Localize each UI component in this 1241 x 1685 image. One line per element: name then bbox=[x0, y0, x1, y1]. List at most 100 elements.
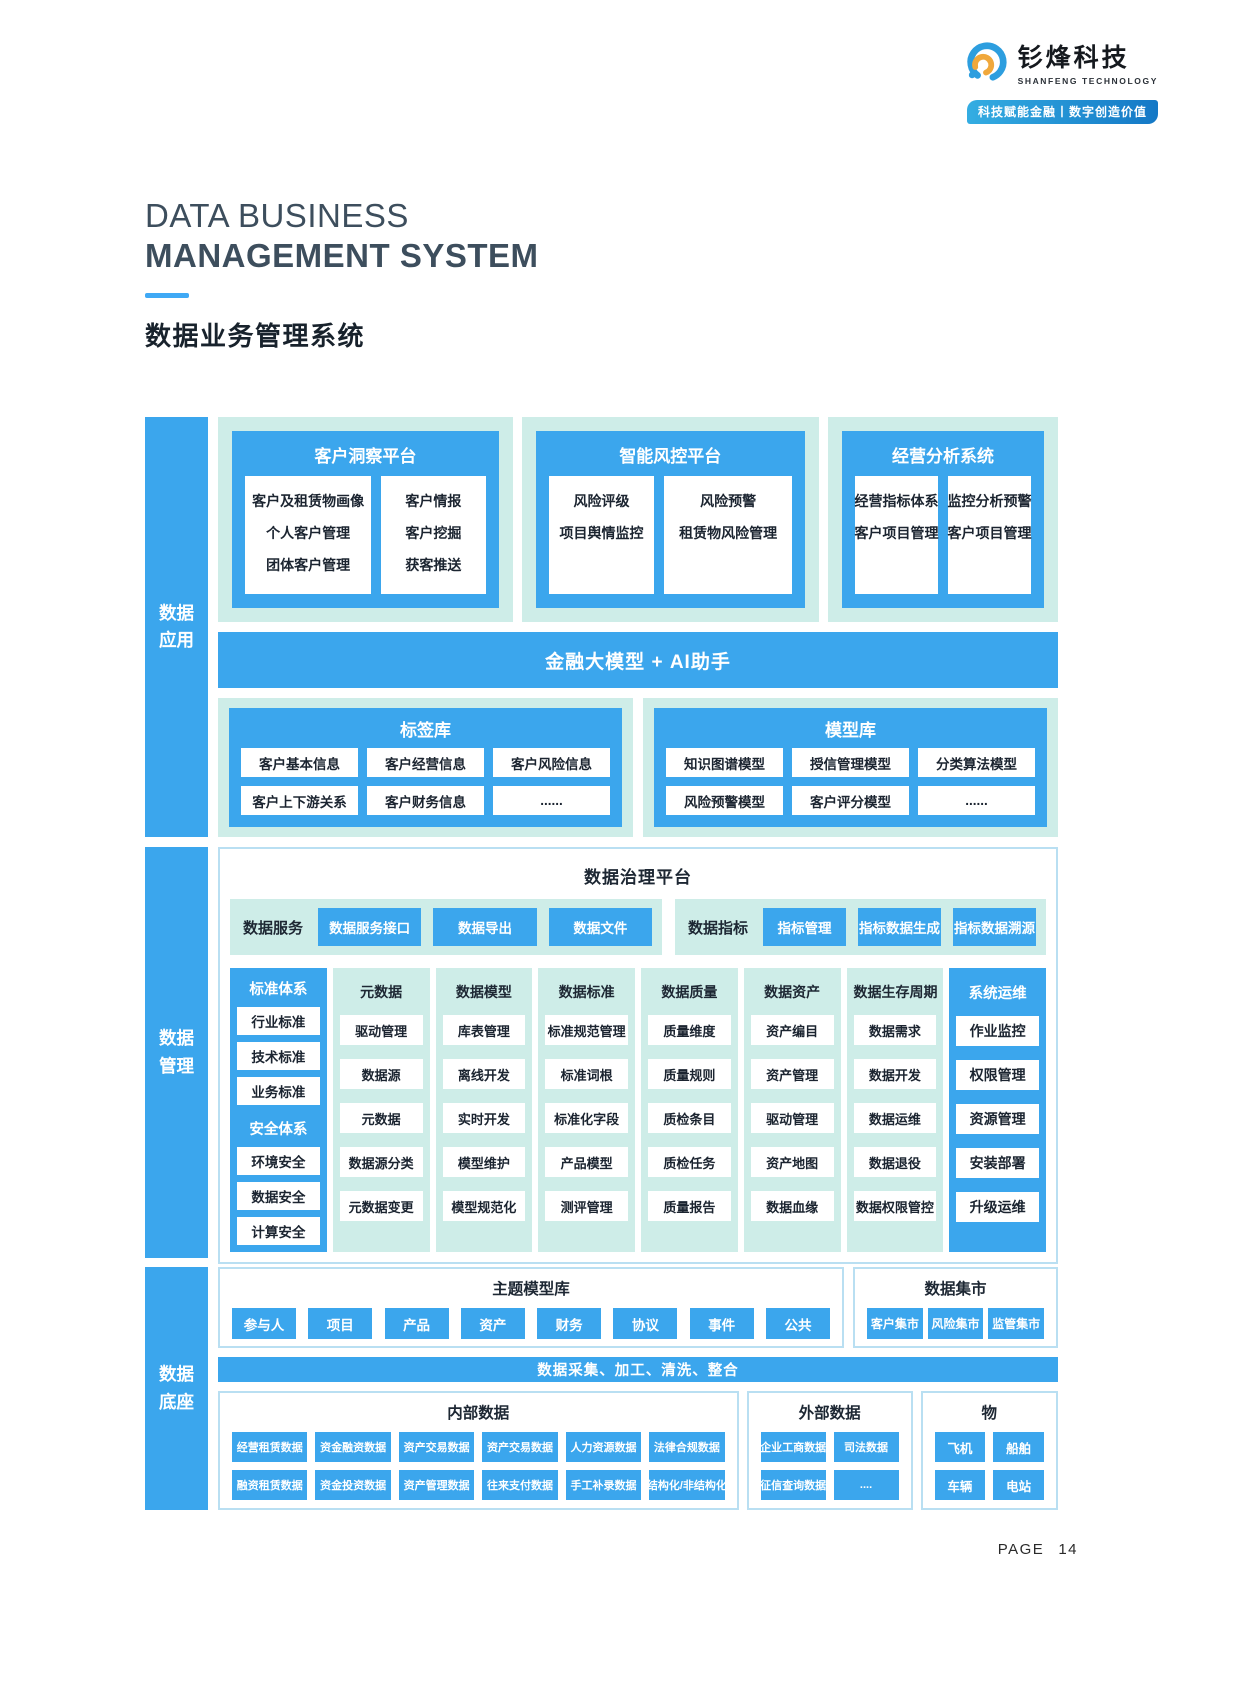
external-data-box: 外部数据 企业工商数据 司法数据 征信查询数据 .... bbox=[746, 1391, 913, 1510]
section-label-data-application: 数据 应用 bbox=[145, 417, 208, 837]
section-label-data-management: 数据 管理 bbox=[145, 847, 208, 1258]
shanfeng-logo-icon bbox=[963, 40, 1009, 91]
logo: 钐烽科技 SHANFENG TECHNOLOGY bbox=[963, 40, 1158, 91]
column-header: 安全体系 bbox=[249, 1122, 308, 1138]
column-chip: 质检任务 bbox=[648, 1147, 731, 1177]
box-title: 数据集市 bbox=[924, 1281, 987, 1298]
logo-text: 钐烽科技 SHANFENG TECHNOLOGY bbox=[1018, 45, 1158, 86]
column-header: 数据标准 bbox=[558, 984, 615, 1000]
column-chip: 资产地图 bbox=[750, 1147, 834, 1177]
box-title: 内部数据 bbox=[447, 1405, 510, 1422]
library-title: 模型库 bbox=[825, 721, 876, 740]
brand-slogan-badge: 科技赋能金融丨数字创造价值 bbox=[966, 100, 1158, 124]
data-source-button: 往来支付数据 bbox=[482, 1470, 558, 1500]
column-chip: 质量维度 bbox=[648, 1015, 731, 1045]
library-chip: ...... bbox=[493, 786, 610, 815]
platform-card: 经营指标体系 客户项目管理 bbox=[854, 476, 938, 594]
tag-library: 标签库 客户基本信息 客户经营信息 客户风险信息 客户上下游关系 客户财务信息 … bbox=[218, 698, 633, 837]
service-button: 指标管理 bbox=[763, 908, 847, 946]
title-accent-dash bbox=[145, 293, 189, 298]
column-chip: 驱动管理 bbox=[750, 1103, 834, 1133]
service-button: 指标数据溯源 bbox=[953, 908, 1036, 946]
column-header: 标准体系 bbox=[249, 982, 308, 998]
data-source-button: 船舶 bbox=[993, 1432, 1044, 1462]
library-chip: 客户上下游关系 bbox=[241, 786, 358, 815]
band-label: 数据指标 bbox=[688, 919, 749, 937]
column-chip: 数据运维 bbox=[853, 1103, 937, 1133]
column-chip: 资源管理 bbox=[956, 1104, 1039, 1134]
data-source-button: 资产交易数据 bbox=[482, 1432, 558, 1462]
data-source-button: 资金融资数据 bbox=[315, 1432, 391, 1462]
ai-model-bar: 金融大模型 + AI助手 bbox=[218, 632, 1058, 688]
column-data-quality: 数据质量 质量维度 质量规则 质检条目 质检任务 质量报告 bbox=[641, 968, 738, 1252]
theme-button: 事件 bbox=[689, 1308, 754, 1339]
platform-card: 客户情报 客户挖掘 获客推送 bbox=[381, 476, 486, 594]
library-chip: 客户财务信息 bbox=[367, 786, 484, 815]
column-standard-system: 标准体系 行业标准 技术标准 业务标准 安全体系 环境安全 数据安全 计算安全 bbox=[230, 968, 327, 1252]
column-chip: 数据源 bbox=[339, 1059, 423, 1089]
column-header: 数据质量 bbox=[661, 984, 718, 1000]
column-chip: 离线开发 bbox=[442, 1059, 526, 1089]
library-chip: 客户经营信息 bbox=[367, 748, 484, 777]
platform-card: 监控分析预警 客户项目管理 bbox=[948, 476, 1032, 594]
column-system-ops: 系统运维 作业监控 权限管理 资源管理 安装部署 升级运维 bbox=[949, 968, 1046, 1252]
theme-button: 财务 bbox=[537, 1308, 602, 1339]
title-zh: 数据业务管理系统 bbox=[145, 321, 366, 351]
platform-card: 风险预警 租赁物风险管理 bbox=[664, 476, 792, 594]
column-chip: 资产编目 bbox=[750, 1015, 834, 1045]
column-chip: 模型维护 bbox=[442, 1147, 526, 1177]
column-metadata: 元数据 驱动管理 数据源 元数据 数据源分类 元数据变更 bbox=[332, 968, 430, 1252]
title-en-line1: DATA BUSINESS bbox=[145, 197, 409, 234]
library-chip: 风险预警模型 bbox=[666, 786, 783, 815]
column-header: 数据生存周期 bbox=[853, 984, 938, 1000]
library-chip: 客户风险信息 bbox=[493, 748, 610, 777]
mart-button: 客户集市 bbox=[867, 1308, 923, 1339]
column-chip: 实时开发 bbox=[442, 1103, 526, 1133]
mart-button: 风险集市 bbox=[927, 1308, 984, 1339]
data-source-button: 融资租赁数据 bbox=[232, 1470, 308, 1500]
column-chip: 数据血缘 bbox=[750, 1191, 834, 1221]
platform-title: 经营分析系统 bbox=[891, 447, 994, 466]
column-chip: 模型规范化 bbox=[442, 1191, 526, 1221]
data-source-button: 司法数据 bbox=[833, 1432, 899, 1462]
data-source-button: 企业工商数据 bbox=[760, 1432, 826, 1462]
data-governance-platform: 数据治理平台 数据服务 数据服务接口 数据导出 数据文件 数据指标 指标管理 指… bbox=[218, 847, 1058, 1264]
column-chip: 质量规则 bbox=[648, 1059, 731, 1089]
data-service-band: 数据服务 数据服务接口 数据导出 数据文件 bbox=[230, 899, 663, 955]
box-title: 主题模型库 bbox=[492, 1281, 570, 1298]
column-chip: 元数据变更 bbox=[339, 1191, 423, 1221]
section-data-foundation: 数据 底座 主题模型库 参与人 项目 产品 资产 财务 协议 事件 公共 bbox=[145, 1267, 1058, 1510]
section-data-management: 数据 管理 数据治理平台 数据服务 数据服务接口 数据导出 数据文件 数据指标 … bbox=[145, 847, 1058, 1264]
data-source-button: .... bbox=[833, 1470, 899, 1500]
service-button: 数据文件 bbox=[548, 908, 652, 946]
platform-card: 风险评级 项目舆情监控 bbox=[548, 476, 655, 594]
theme-button: 项目 bbox=[308, 1308, 373, 1339]
data-source-button: 资产交易数据 bbox=[398, 1432, 475, 1462]
library-chip: 授信管理模型 bbox=[792, 748, 909, 777]
data-source-button: 电站 bbox=[993, 1470, 1044, 1500]
column-header: 数据模型 bbox=[455, 984, 512, 1000]
column-data-lifecycle: 数据生存周期 数据需求 数据开发 数据运维 数据退役 数据权限管控 bbox=[846, 968, 944, 1252]
column-chip: 标准化字段 bbox=[545, 1103, 628, 1133]
title-en-line2: MANAGEMENT SYSTEM bbox=[145, 237, 539, 274]
column-chip: 数据开发 bbox=[853, 1059, 937, 1089]
governance-title: 数据治理平台 bbox=[584, 868, 692, 887]
column-chip: 作业监控 bbox=[956, 1016, 1039, 1046]
column-data-asset: 数据资产 资产编目 资产管理 驱动管理 资产地图 数据血缘 bbox=[743, 968, 841, 1252]
column-chip: 业务标准 bbox=[237, 1077, 320, 1105]
theme-model-library: 主题模型库 参与人 项目 产品 资产 财务 协议 事件 公共 bbox=[218, 1267, 845, 1348]
theme-button: 参与人 bbox=[232, 1308, 296, 1339]
data-source-button: 车辆 bbox=[934, 1470, 986, 1500]
header: 钐烽科技 SHANFENG TECHNOLOGY 科技赋能金融丨数字创造价值 bbox=[963, 40, 1158, 124]
data-source-button: 资产管理数据 bbox=[398, 1470, 475, 1500]
column-chip: 数据退役 bbox=[853, 1147, 937, 1177]
column-chip: 行业标准 bbox=[237, 1007, 320, 1035]
theme-button: 产品 bbox=[384, 1308, 449, 1339]
column-chip: 质检条目 bbox=[648, 1103, 731, 1133]
column-chip: 元数据 bbox=[339, 1103, 423, 1133]
footer-page-number: 14 bbox=[1058, 1541, 1078, 1558]
mart-button: 监管集市 bbox=[988, 1308, 1044, 1339]
data-metric-band: 数据指标 指标管理 指标数据生成 指标数据溯源 bbox=[675, 899, 1046, 955]
library-title: 标签库 bbox=[400, 721, 451, 740]
